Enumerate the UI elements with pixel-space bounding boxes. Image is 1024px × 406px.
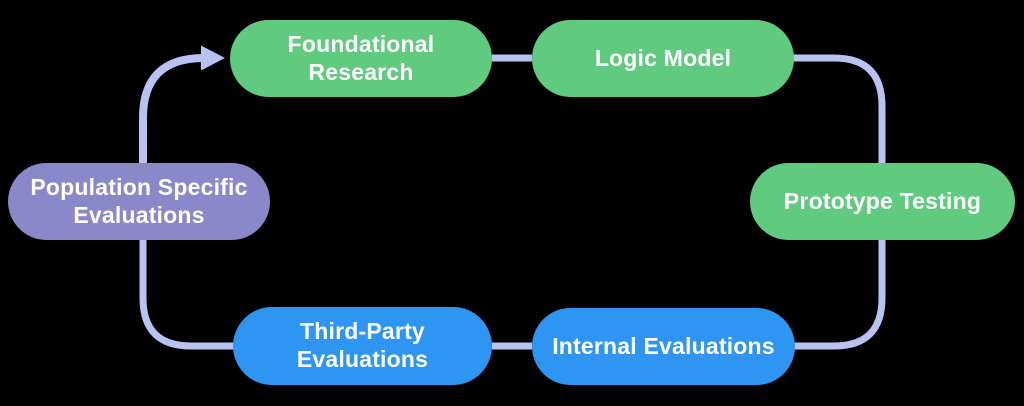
node-prototype-testing: Prototype Testing <box>750 163 1015 240</box>
connector-thirdparty-to-population <box>139 239 234 350</box>
node-label: Logic Model <box>594 44 732 71</box>
node-population-specific-evaluations: Population Specific Evaluations <box>8 163 270 240</box>
node-label: Third-Party Evaluations <box>296 318 429 372</box>
node-label: Prototype Testing <box>783 187 982 214</box>
connector-logic-to-prototype <box>793 54 886 165</box>
node-logic-model: Logic Model <box>532 20 794 97</box>
node-label: Internal Evaluations <box>552 332 775 359</box>
node-foundational-research: Foundational Research <box>230 20 492 97</box>
node-label: Population Specific Evaluations <box>30 173 248 228</box>
arrowhead-icon <box>201 45 225 71</box>
connector-prototype-to-internal <box>794 238 886 350</box>
node-internal-evaluations: Internal Evaluations <box>532 308 795 385</box>
arrow-connector-population-to-foundational <box>139 54 205 164</box>
node-third-party-evaluations: Third-Party Evaluations <box>233 307 492 385</box>
node-label: Foundational Research <box>287 30 435 85</box>
